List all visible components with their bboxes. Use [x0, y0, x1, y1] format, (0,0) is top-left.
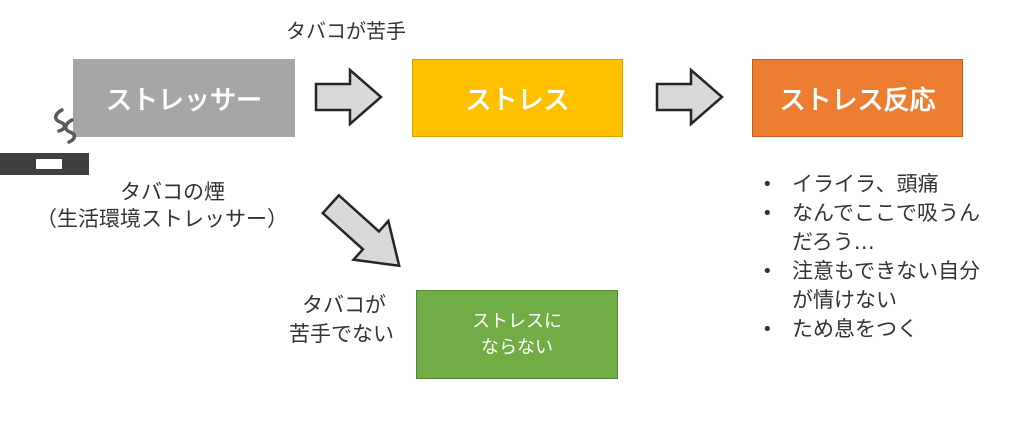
no-stress-line1: ストレスに — [472, 310, 562, 332]
reaction-item-line1: なんでここで吸うん — [792, 201, 980, 225]
reaction-item-line1: ため息をつく — [792, 317, 918, 341]
arrow-right-icon — [655, 67, 724, 127]
arrow-right-icon — [314, 67, 383, 127]
reaction-item-line1: 注意もできない自分 — [792, 259, 981, 283]
no-stress-line2: ならない — [481, 336, 553, 358]
smoke-caption-line2: （生活環境ストレッサー） — [36, 207, 288, 231]
stressor-box: ストレッサー — [73, 59, 295, 137]
no-stress-box: ストレスに ならない — [416, 290, 618, 379]
reaction-item-line2: が情けない — [792, 288, 897, 312]
stress-label: ストレス — [465, 85, 570, 116]
arrow-diagonal-icon — [321, 193, 401, 268]
list-item: イライラ、頭痛 — [752, 170, 980, 199]
list-item: 注意もできない自分 が情けない — [752, 257, 980, 315]
alt-condition-line1: タバコが — [302, 293, 386, 317]
reaction-item-line2: だろう… — [792, 230, 875, 254]
stress-box: ストレス — [412, 59, 623, 137]
cigarette-icon — [0, 153, 89, 175]
smoke-caption-line1: タバコの煙 — [120, 180, 225, 204]
alt-condition-line2: 苦手でない — [289, 322, 394, 346]
list-item: なんでここで吸うん だろう… — [752, 199, 980, 257]
reaction-box: ストレス反応 — [752, 59, 963, 137]
top-caption: タバコが苦手 — [286, 19, 406, 43]
reaction-label: ストレス反応 — [779, 85, 936, 116]
list-item: ため息をつく — [752, 315, 980, 344]
stressor-label: ストレッサー — [105, 85, 262, 116]
smoke-icon — [54, 108, 77, 144]
reaction-item-line1: イライラ、頭痛 — [792, 172, 939, 196]
reaction-list: イライラ、頭痛 なんでここで吸うん だろう… 注意もできない自分 が情けない た… — [752, 170, 980, 344]
